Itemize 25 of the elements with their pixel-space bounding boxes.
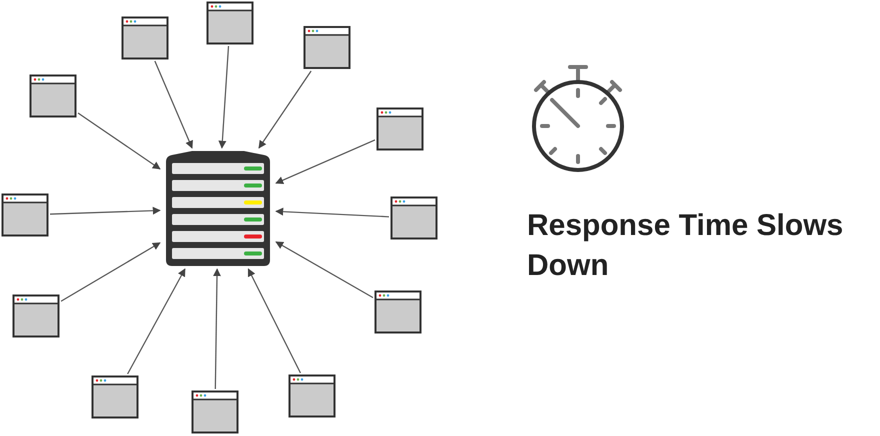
arrow	[275, 208, 390, 218]
browser-window-drawing	[374, 290, 422, 334]
arrow	[60, 242, 161, 302]
heading-text: Response Time Slows Down	[527, 208, 844, 284]
browser-window-drawing	[29, 74, 77, 118]
arrow	[258, 70, 312, 149]
arrow	[275, 139, 376, 184]
browser-window-drawing	[288, 374, 336, 418]
browser-window-drawing	[121, 16, 169, 60]
browser-window-drawing	[376, 107, 424, 151]
browser-window-drawing	[191, 390, 239, 434]
arrow	[154, 60, 193, 149]
browser-window-drawing	[303, 25, 351, 70]
browser-window-drawing	[206, 1, 254, 45]
arrow	[50, 206, 161, 215]
browser-window-drawing	[390, 196, 438, 240]
arrow	[218, 46, 230, 149]
arrow	[275, 241, 374, 298]
browser-window-drawing	[91, 375, 139, 419]
arrow	[78, 112, 161, 170]
arrow	[127, 268, 186, 374]
arrow	[248, 268, 301, 374]
arrow	[213, 268, 221, 389]
browser-window-drawing	[12, 294, 60, 338]
browser-window-drawing	[1, 193, 49, 237]
